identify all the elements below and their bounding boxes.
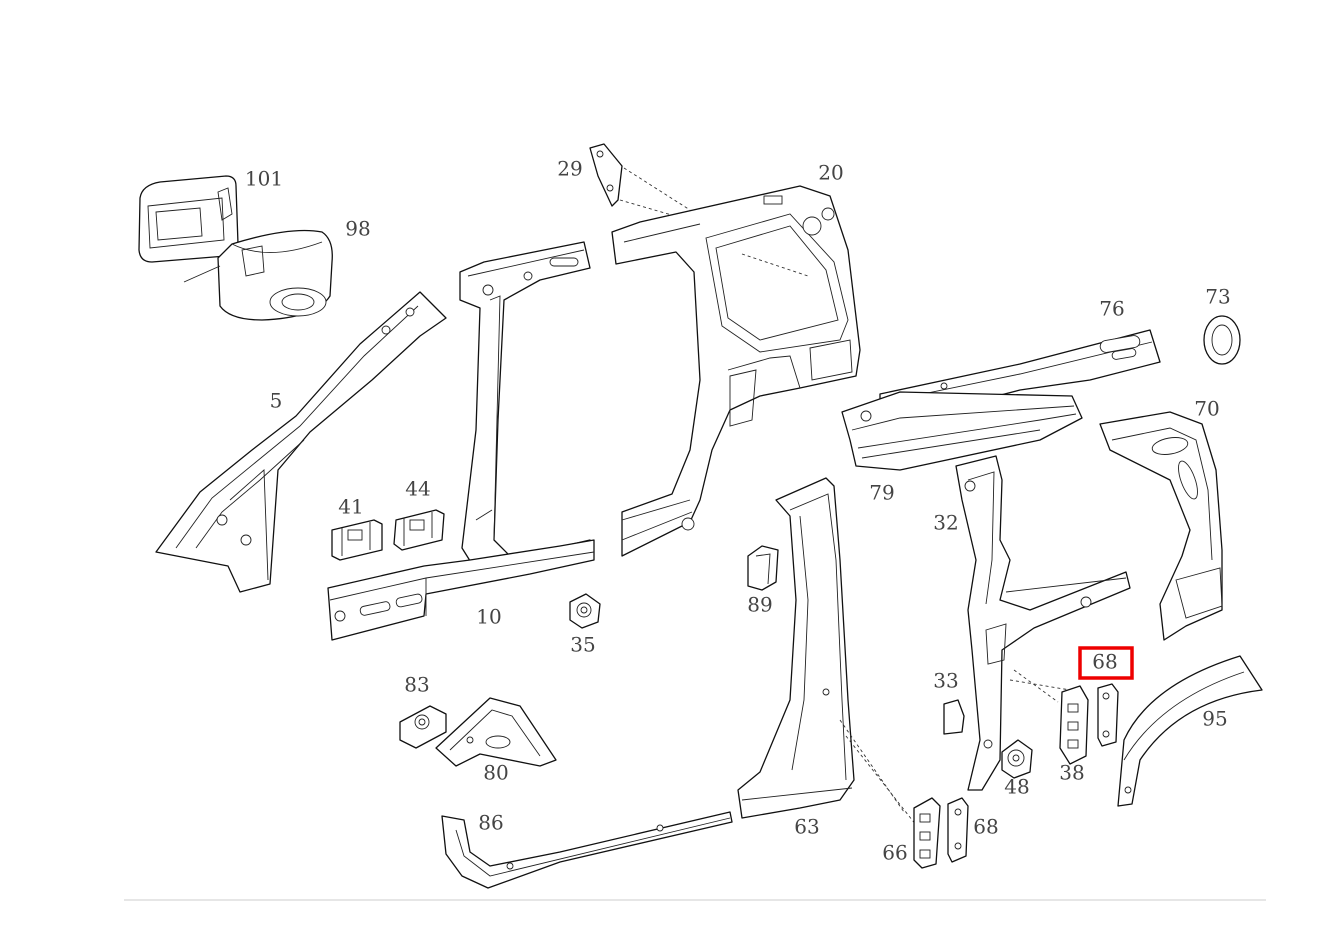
callout-68-lower[interactable]: 68 bbox=[973, 815, 998, 839]
callout-29[interactable]: 29 bbox=[557, 157, 582, 181]
part-79-rail[interactable] bbox=[841, 382, 1083, 471]
callout-44[interactable]: 44 bbox=[405, 477, 430, 501]
callout-73[interactable]: 73 bbox=[1205, 285, 1230, 309]
callout-89[interactable]: 89 bbox=[747, 593, 772, 617]
selected-callout-highlight bbox=[1078, 646, 1134, 680]
part-10-sill[interactable] bbox=[327, 539, 595, 641]
part-83-plate[interactable] bbox=[399, 705, 447, 749]
part-80-corner-brace[interactable] bbox=[435, 697, 557, 767]
callout-83[interactable]: 83 bbox=[404, 673, 429, 697]
part-66-plate[interactable] bbox=[913, 797, 941, 869]
part-48-grommet[interactable] bbox=[1001, 739, 1033, 779]
callout-95[interactable]: 95 bbox=[1202, 707, 1227, 731]
part-38-reinforcement[interactable] bbox=[1059, 685, 1089, 765]
part-29-bracket[interactable] bbox=[589, 143, 691, 219]
callout-101[interactable]: 101 bbox=[245, 167, 283, 191]
callout-86[interactable]: 86 bbox=[478, 811, 503, 835]
callout-70[interactable]: 70 bbox=[1194, 397, 1219, 421]
part-86-lower-sill[interactable] bbox=[441, 811, 733, 889]
part-20-side-frame[interactable] bbox=[611, 185, 861, 557]
part-68-plate-lower[interactable] bbox=[947, 797, 969, 863]
callout-68-upper[interactable]: 68 bbox=[1092, 650, 1117, 674]
part-44-bracket[interactable] bbox=[393, 509, 445, 551]
part-95-wheel-arch[interactable] bbox=[1117, 655, 1263, 807]
part-98-filler-housing[interactable] bbox=[183, 229, 333, 321]
callout-33[interactable]: 33 bbox=[933, 669, 958, 693]
part-32-c-pillar[interactable] bbox=[955, 455, 1131, 791]
part-35-grommet[interactable] bbox=[569, 593, 601, 629]
part-101-fuel-flap[interactable] bbox=[138, 175, 239, 263]
part-5-a-pillar[interactable] bbox=[155, 291, 447, 593]
callout-32[interactable]: 32 bbox=[933, 511, 958, 535]
part-b-pillar-frame[interactable] bbox=[459, 241, 593, 575]
callout-66[interactable]: 66 bbox=[882, 841, 907, 865]
callout-35[interactable]: 35 bbox=[570, 633, 595, 657]
callout-38[interactable]: 38 bbox=[1059, 761, 1084, 785]
part-41-bracket[interactable] bbox=[331, 519, 383, 561]
part-89-bracket[interactable] bbox=[747, 545, 779, 591]
callout-10[interactable]: 10 bbox=[476, 605, 501, 629]
callout-41[interactable]: 41 bbox=[338, 495, 363, 519]
callout-80[interactable]: 80 bbox=[483, 761, 508, 785]
callout-63[interactable]: 63 bbox=[794, 815, 819, 839]
callout-79[interactable]: 79 bbox=[869, 481, 894, 505]
part-70-quarter-inner[interactable] bbox=[1099, 411, 1223, 641]
callout-48[interactable]: 48 bbox=[1004, 775, 1029, 799]
callout-20[interactable]: 20 bbox=[818, 161, 843, 185]
part-73-grommet[interactable] bbox=[1203, 315, 1241, 365]
part-63-b-pillar[interactable] bbox=[737, 477, 921, 831]
callout-98[interactable]: 98 bbox=[345, 217, 370, 241]
callout-76[interactable]: 76 bbox=[1099, 297, 1124, 321]
callout-5[interactable]: 5 bbox=[270, 389, 283, 413]
part-33-bracket[interactable] bbox=[943, 699, 965, 735]
part-68-plate-upper[interactable] bbox=[1097, 683, 1119, 747]
